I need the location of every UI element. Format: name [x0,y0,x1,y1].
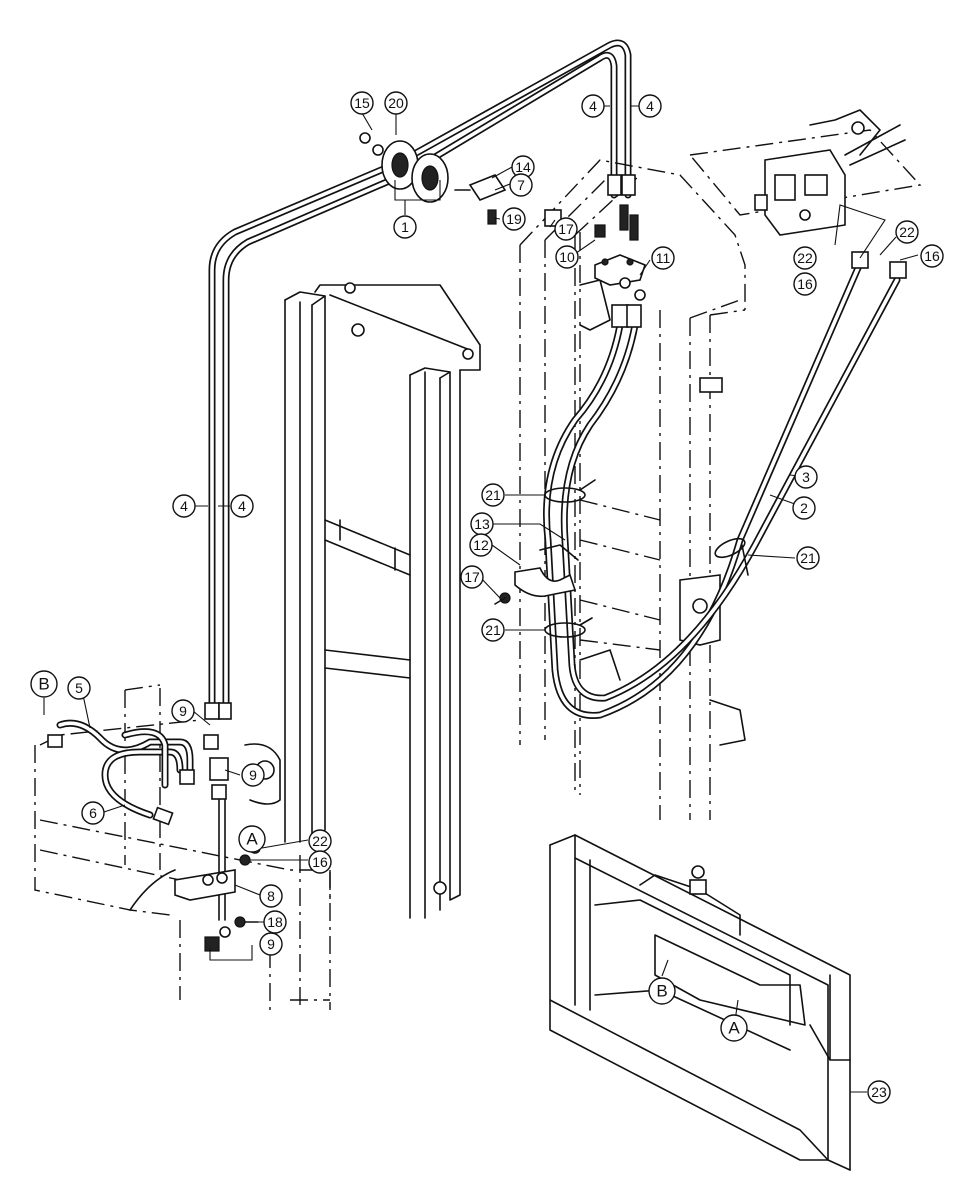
svg-text:17: 17 [464,569,480,585]
callout-B: B [30,670,58,698]
callout-21: 21 [481,483,505,507]
callout-7: 7 [509,173,533,197]
svg-text:1: 1 [401,219,409,235]
svg-text:14: 14 [515,159,531,175]
callout-21: 21 [796,546,820,570]
hose-sheaves [359,132,507,225]
svg-text:8: 8 [267,888,275,904]
callout-14: 14 [511,155,535,179]
control-valve [688,109,922,236]
hose-clamps [544,479,749,638]
callout-13: 13 [470,512,494,536]
svg-text:21: 21 [485,487,501,503]
callout-17: 17 [554,217,578,241]
leader-lines [43,105,919,1093]
outer-mast [284,282,481,919]
svg-text:13: 13 [474,516,490,532]
svg-text:9: 9 [267,936,275,952]
left-carriage [34,684,331,1010]
svg-text:4: 4 [180,498,188,514]
callout-20: 20 [384,91,408,115]
callout-5: 5 [67,676,91,700]
callout-4: 4 [230,494,254,518]
svg-text:16: 16 [312,854,328,870]
callout-22: 22 [308,829,332,853]
callout-18: 18 [263,910,287,934]
callout-12: 12 [469,533,493,557]
clamp-bracket [494,544,579,605]
lower-bracket [174,842,261,952]
callout-4: 4 [172,494,196,518]
callout-6: 6 [81,801,105,825]
svg-text:9: 9 [179,703,187,719]
callout-16: 16 [793,272,817,296]
callout-A: A [720,1014,748,1042]
svg-text:9: 9 [249,767,257,783]
svg-text:16: 16 [924,248,940,264]
callout-4: 4 [581,94,605,118]
mast-top-hardware [544,204,646,301]
svg-text:4: 4 [589,98,597,114]
svg-text:21: 21 [800,550,816,566]
svg-text:6: 6 [89,805,97,821]
callout-16: 16 [920,244,944,268]
callout-B: B [648,977,676,1005]
svg-text:16: 16 [797,276,813,292]
callout-16: 16 [308,850,332,874]
callout-10: 10 [555,245,579,269]
left-pipes [47,702,232,921]
svg-text:4: 4 [238,498,246,514]
callout-9: 9 [171,699,195,723]
svg-text:22: 22 [312,833,328,849]
svg-text:22: 22 [899,224,915,240]
callout-1: 1 [393,215,417,239]
callout-11: 11 [651,246,675,270]
callout-8: 8 [259,884,283,908]
svg-text:18: 18 [267,914,283,930]
svg-text:A: A [246,830,258,849]
svg-text:B: B [38,675,49,694]
callout-17: 17 [460,565,484,589]
callout-A: A [238,825,266,853]
svg-text:20: 20 [388,95,404,111]
svg-text:23: 23 [871,1084,887,1100]
svg-text:15: 15 [354,95,370,111]
callout-9: 9 [241,763,265,787]
svg-text:5: 5 [75,680,83,696]
svg-text:2: 2 [800,500,808,516]
svg-text:B: B [656,982,667,1001]
svg-text:A: A [728,1019,740,1038]
callout-3: 3 [794,465,818,489]
svg-text:3: 3 [802,469,810,485]
callout-22: 22 [895,220,919,244]
svg-text:22: 22 [797,250,813,266]
svg-text:19: 19 [506,211,522,227]
fork-carriage [549,834,851,1171]
svg-text:21: 21 [485,622,501,638]
callout-4: 4 [638,94,662,118]
right-hoses [543,174,907,719]
svg-text:11: 11 [656,250,671,266]
callout-19: 19 [502,207,526,231]
svg-text:12: 12 [473,537,489,553]
callout-22: 22 [793,246,817,270]
callout-2: 2 [792,496,816,520]
callout-9: 9 [259,932,283,956]
callout-21: 21 [481,618,505,642]
svg-text:7: 7 [517,177,525,193]
inner-mast [519,159,746,820]
callout-23: 23 [867,1080,891,1104]
svg-text:10: 10 [559,249,575,265]
callout-15: 15 [350,91,374,115]
svg-text:4: 4 [646,98,654,114]
svg-text:17: 17 [558,221,574,237]
